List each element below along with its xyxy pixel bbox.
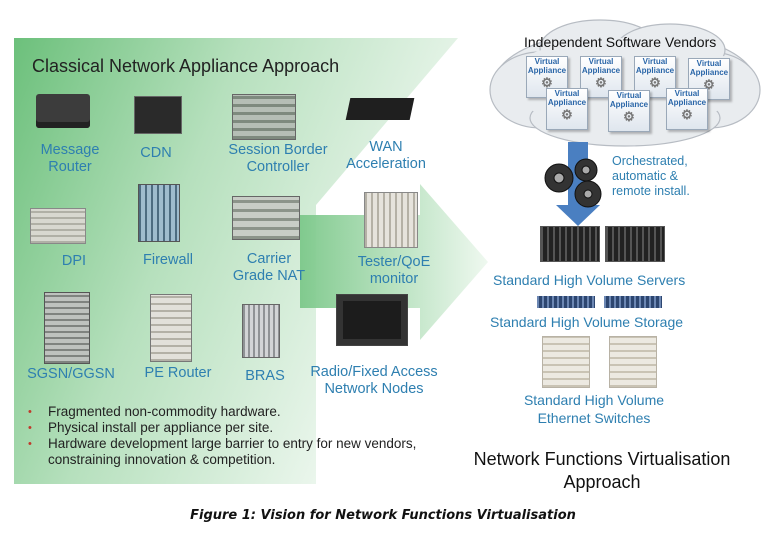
gear-icon: ⚙ bbox=[541, 75, 553, 90]
gear-icon: ⚙ bbox=[681, 107, 693, 122]
gears-icon bbox=[544, 158, 602, 208]
sbc-image bbox=[232, 94, 296, 140]
label-bras: BRAS bbox=[245, 368, 285, 384]
gear-icon: ⚙ bbox=[623, 109, 635, 124]
isv-title: Independent Software Vendors bbox=[524, 34, 717, 50]
gear-icon: ⚙ bbox=[703, 77, 715, 92]
virtual-appliance: Virtual Appliance⚙ bbox=[608, 90, 650, 132]
label-dpi: DPI bbox=[61, 253, 87, 269]
switch-image bbox=[609, 336, 657, 388]
servers-label: Standard High Volume Servers bbox=[493, 272, 686, 288]
bullet-item: Physical install per appliance per site. bbox=[26, 420, 418, 436]
label-cgnat: Carrier Grade NAT bbox=[232, 251, 306, 284]
label-sbc: Session Border Controller bbox=[228, 142, 328, 175]
tester-image bbox=[364, 192, 418, 248]
classical-wedge bbox=[14, 38, 458, 484]
dpi-image bbox=[30, 208, 86, 244]
cdn-image bbox=[134, 96, 182, 134]
label-radio: Radio/Fixed Access Network Nodes bbox=[310, 364, 438, 397]
sgsn-image bbox=[44, 292, 90, 364]
label-cdn: CDN bbox=[140, 145, 172, 161]
gear-icon: ⚙ bbox=[649, 75, 661, 90]
server-image bbox=[605, 226, 665, 262]
switches-label: Standard High Volume Ethernet Switches bbox=[523, 392, 665, 426]
orchestration-note: Orchestrated, automatic & remote install… bbox=[612, 154, 690, 198]
server-image bbox=[540, 226, 600, 262]
pe-router-image bbox=[150, 294, 192, 362]
radio-image bbox=[336, 294, 408, 346]
storage-label: Standard High Volume Storage bbox=[490, 314, 684, 330]
cgnat-image bbox=[232, 196, 300, 240]
message-router-image bbox=[36, 94, 90, 128]
gear-icon: ⚙ bbox=[595, 75, 607, 90]
label-wan: WAN Acceleration bbox=[346, 139, 426, 172]
label-pe-router: PE Router bbox=[144, 365, 212, 381]
label-sgsn: SGSN/GGSN bbox=[27, 366, 115, 382]
gear-icon: ⚙ bbox=[561, 107, 573, 122]
switch-image bbox=[542, 336, 590, 388]
classical-bullets: Fragmented non-commodity hardware. Physi… bbox=[26, 404, 418, 468]
bullet-item: Fragmented non-commodity hardware. bbox=[26, 404, 418, 420]
classical-title: Classical Network Appliance Approach bbox=[32, 56, 340, 76]
nfv-title: Network Functions Virtualisation Approac… bbox=[473, 449, 731, 492]
bras-image bbox=[242, 304, 280, 358]
label-message-router: Message Router bbox=[40, 142, 100, 175]
virtual-appliance: Virtual Appliance⚙ bbox=[666, 88, 708, 130]
storage-image bbox=[537, 296, 595, 308]
firewall-image bbox=[138, 184, 180, 242]
label-tester: Tester/QoE monitor bbox=[357, 254, 431, 287]
bullet-item: Hardware development large barrier to en… bbox=[26, 436, 418, 468]
wan-image bbox=[345, 98, 415, 120]
label-firewall: Firewall bbox=[143, 252, 193, 268]
virtual-appliance: Virtual Appliance⚙ bbox=[546, 88, 588, 130]
figure-caption: Figure 1: Vision for Network Functions V… bbox=[190, 508, 576, 523]
storage-image bbox=[604, 296, 662, 308]
